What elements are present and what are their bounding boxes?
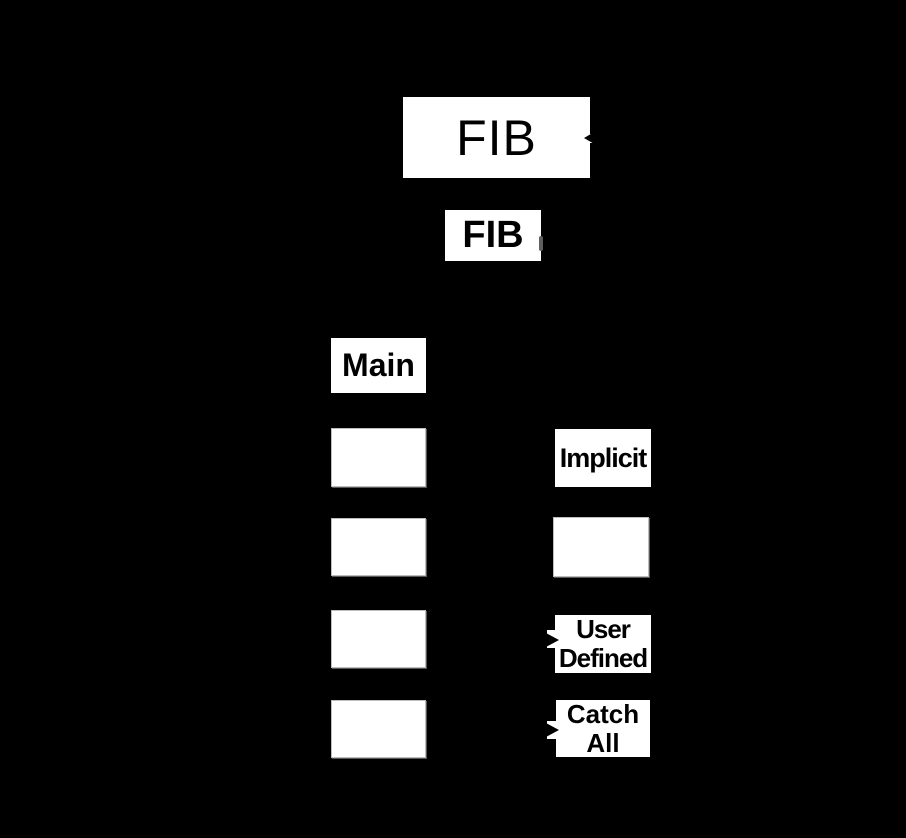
arrowhead-right-icon <box>546 633 559 647</box>
user-defined-node: User Defined <box>555 615 651 673</box>
arrowhead-sliver-icon <box>539 236 543 251</box>
implicit-node: Implicit <box>555 429 651 487</box>
arrowhead-left-icon <box>584 131 596 145</box>
arrowhead-right-icon <box>546 723 559 737</box>
fib-node-small: FIB <box>445 210 541 261</box>
left-row-box-2 <box>331 518 426 576</box>
left-row-box-3 <box>331 610 426 668</box>
left-row-box-1 <box>331 428 426 487</box>
left-row-box-4 <box>331 700 426 758</box>
main-table-node: Main <box>331 338 426 393</box>
right-row-empty-box <box>553 517 649 577</box>
fib-node-large: FIB <box>403 97 590 178</box>
catch-all-node: Catch All <box>556 700 650 757</box>
